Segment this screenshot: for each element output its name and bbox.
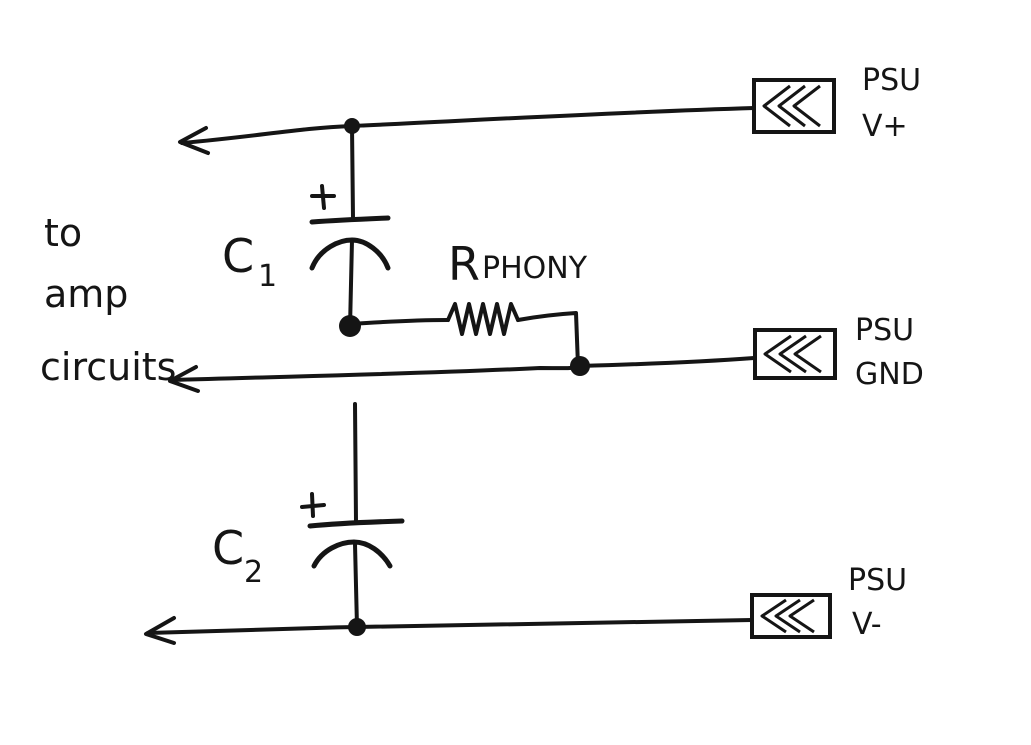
capacitor-c1: [309, 124, 391, 330]
resistor-label: R: [448, 237, 480, 291]
resistor-rphony: [348, 302, 580, 368]
capacitor-c2: [300, 402, 405, 629]
gnd-label-line2: GND: [855, 357, 924, 392]
c2-plate-negative: [311, 539, 393, 569]
left-label-line2: amp: [44, 272, 128, 316]
gnd-rail: [168, 356, 756, 393]
vminus-rail: [144, 616, 754, 645]
resistor-subscript: PHONY: [482, 251, 588, 286]
c2-plus-sign: [300, 492, 326, 518]
connector-vminus-icon: [750, 593, 832, 639]
vplus-rail: [178, 106, 756, 155]
vminus-arrowhead: [144, 616, 176, 645]
c1-label: C: [222, 229, 254, 283]
c2-label: C: [212, 521, 244, 575]
gnd-arrowhead: [168, 365, 200, 393]
junction-c1-resistor: [339, 315, 361, 337]
c1-subscript: 1: [258, 259, 277, 294]
vplus-arrowhead: [178, 126, 210, 155]
junction-vplus: [344, 118, 360, 134]
vminus-label-line2: V-: [852, 607, 882, 642]
connector-vplus-icon: [752, 78, 836, 134]
vplus-label-line2: V+: [862, 109, 908, 144]
c2-plate-positive: [307, 518, 405, 529]
c2-subscript: 2: [244, 555, 263, 590]
resistor-zigzag: [446, 302, 520, 336]
left-label-line1: to: [44, 211, 82, 255]
vplus-label-line1: PSU: [862, 63, 921, 98]
left-label-line3: circuits: [40, 345, 176, 389]
vminus-label-line1: PSU: [848, 563, 907, 598]
junction-vminus: [348, 618, 366, 636]
c1-plus-sign: [310, 184, 336, 210]
gnd-label-line1: PSU: [855, 313, 914, 348]
junction-gnd: [570, 356, 590, 376]
c1-plate-positive: [309, 215, 391, 225]
connector-gnd-icon: [753, 328, 837, 380]
